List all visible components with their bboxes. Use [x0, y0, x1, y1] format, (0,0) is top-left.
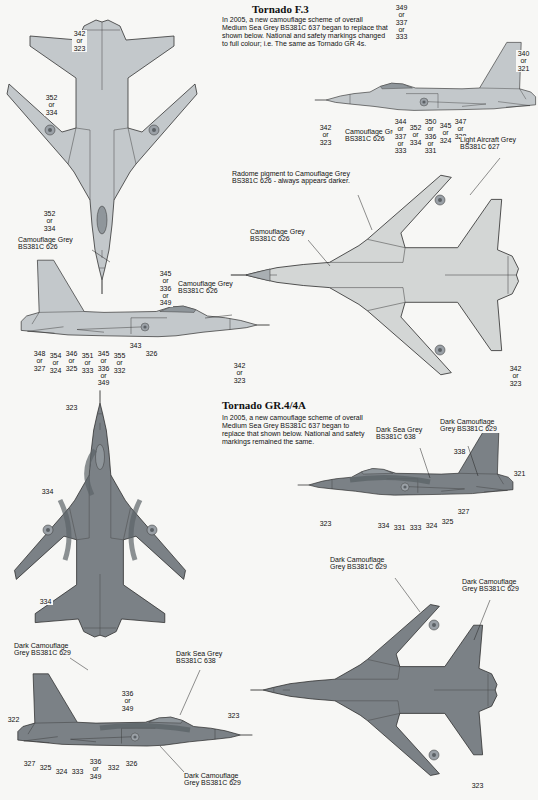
callout-number: 336 or 349 — [120, 690, 135, 712]
callout-number: 332 — [106, 764, 121, 771]
callout-number: 323 — [318, 520, 333, 527]
callout-number: 321 — [512, 470, 527, 477]
callout-number: 355 or 332 — [112, 352, 127, 374]
callout-number: 346 or 325 — [64, 350, 79, 372]
callout-number: 334 — [38, 598, 53, 605]
callout-number: 342 or 323 — [72, 30, 87, 52]
callout-number: 345 or 336 or 349 — [96, 350, 111, 387]
callout-number: 336 or 349 — [88, 758, 103, 780]
callout-number: 333 — [408, 524, 423, 531]
callout-number: 334 — [376, 522, 391, 529]
colour-note: Dark Camouflage Grey BS381C 629 — [462, 578, 528, 593]
callout-number: 324 — [54, 768, 69, 775]
colour-note: Light Aircraft Grey BS381C 627 — [460, 136, 530, 151]
callout-number: 338 — [452, 448, 467, 455]
callout-number: 331 — [392, 524, 407, 531]
colour-note: Radome pigment to Camouflage Grey BS381C… — [232, 170, 352, 185]
colour-note: Dark Sea Grey BS381C 638 — [176, 650, 228, 665]
callout-number: 345 or 324 — [438, 122, 453, 144]
callout-number: 350 or 336 or 331 — [423, 118, 438, 155]
colour-note: Dark Sea Grey BS381C 638 — [376, 426, 424, 441]
callout-number: 334 — [40, 488, 55, 495]
callout-number: 327 — [22, 760, 37, 767]
note-text: In 2005, a new camouflage scheme of over… — [222, 414, 372, 446]
callout-number: 343 — [128, 342, 143, 349]
colour-note: Camouflage Grey BS381C 626 — [18, 236, 80, 251]
callout-number: 342 or 323 — [232, 362, 247, 384]
callout-number: 322 — [6, 716, 21, 723]
colour-note: Camouflage Grey BS381C 626 — [250, 228, 308, 243]
callout-number: 326 — [124, 760, 139, 767]
colour-note: Dark Camouflage Grey BS381C 629 — [184, 772, 250, 787]
callout-number: 349 or 337 or 333 — [394, 4, 409, 41]
callout-number: 326 — [144, 350, 159, 357]
callout-number: 345 or 336 or 349 — [158, 270, 173, 307]
colour-note: Camouflage Grey BS381C 626 — [178, 280, 236, 295]
callout-number: 340 or 321 — [516, 50, 531, 72]
note-text: In 2005, a new camouflage scheme of over… — [222, 16, 388, 48]
callout-number: 348 or 327 — [32, 350, 47, 372]
callout-number: 342 or 323 — [508, 365, 523, 387]
callout-number: 325 — [38, 764, 53, 771]
callout-number: 344 or 337 or 333 — [393, 118, 408, 155]
callout-number: 324 — [424, 522, 439, 529]
callout-number: 351 or 333 — [80, 352, 95, 374]
callout-number: 327 — [456, 508, 471, 515]
callout-number: 352 or 334 — [408, 124, 423, 146]
section-heading: Tornado F.3 — [252, 4, 309, 16]
callout-number: 352 or 334 — [42, 210, 57, 232]
callout-number: 352 or 334 — [44, 94, 59, 116]
colour-note: Dark Camouflage Grey BS381C 629 — [14, 642, 76, 657]
callout-number: 333 — [70, 768, 85, 775]
colour-note: Dark Camouflage Grey BS381C 629 — [440, 418, 506, 433]
callout-number: 323 — [470, 782, 485, 789]
callout-number: 325 — [440, 518, 455, 525]
callout-number: 342 or 323 — [318, 124, 333, 146]
colour-note: Dark Camouflage Grey BS381C 629 — [330, 556, 396, 571]
callout-number: 354 or 324 — [48, 352, 63, 374]
section-heading: Tornado GR.4/4A — [222, 400, 306, 412]
callout-number: 323 — [226, 712, 241, 719]
callout-number: 323 — [64, 404, 79, 411]
